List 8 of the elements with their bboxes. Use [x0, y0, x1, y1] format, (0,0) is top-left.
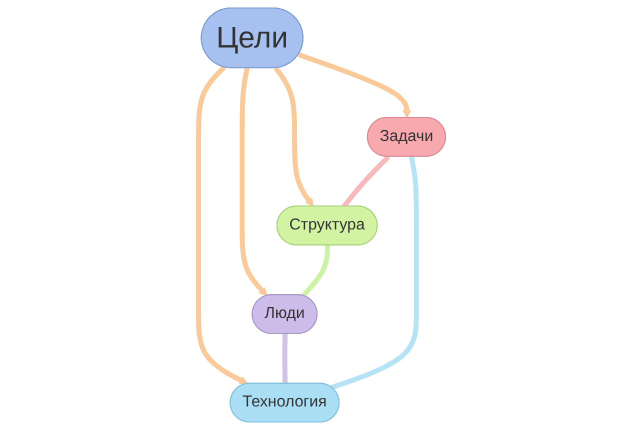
arrow [298, 52, 412, 118]
arrow [274, 66, 314, 207]
connector [301, 245, 330, 298]
connector [282, 334, 288, 384]
connector [342, 155, 390, 208]
connector [330, 156, 419, 390]
arrow [240, 68, 268, 296]
arrow [196, 66, 248, 384]
